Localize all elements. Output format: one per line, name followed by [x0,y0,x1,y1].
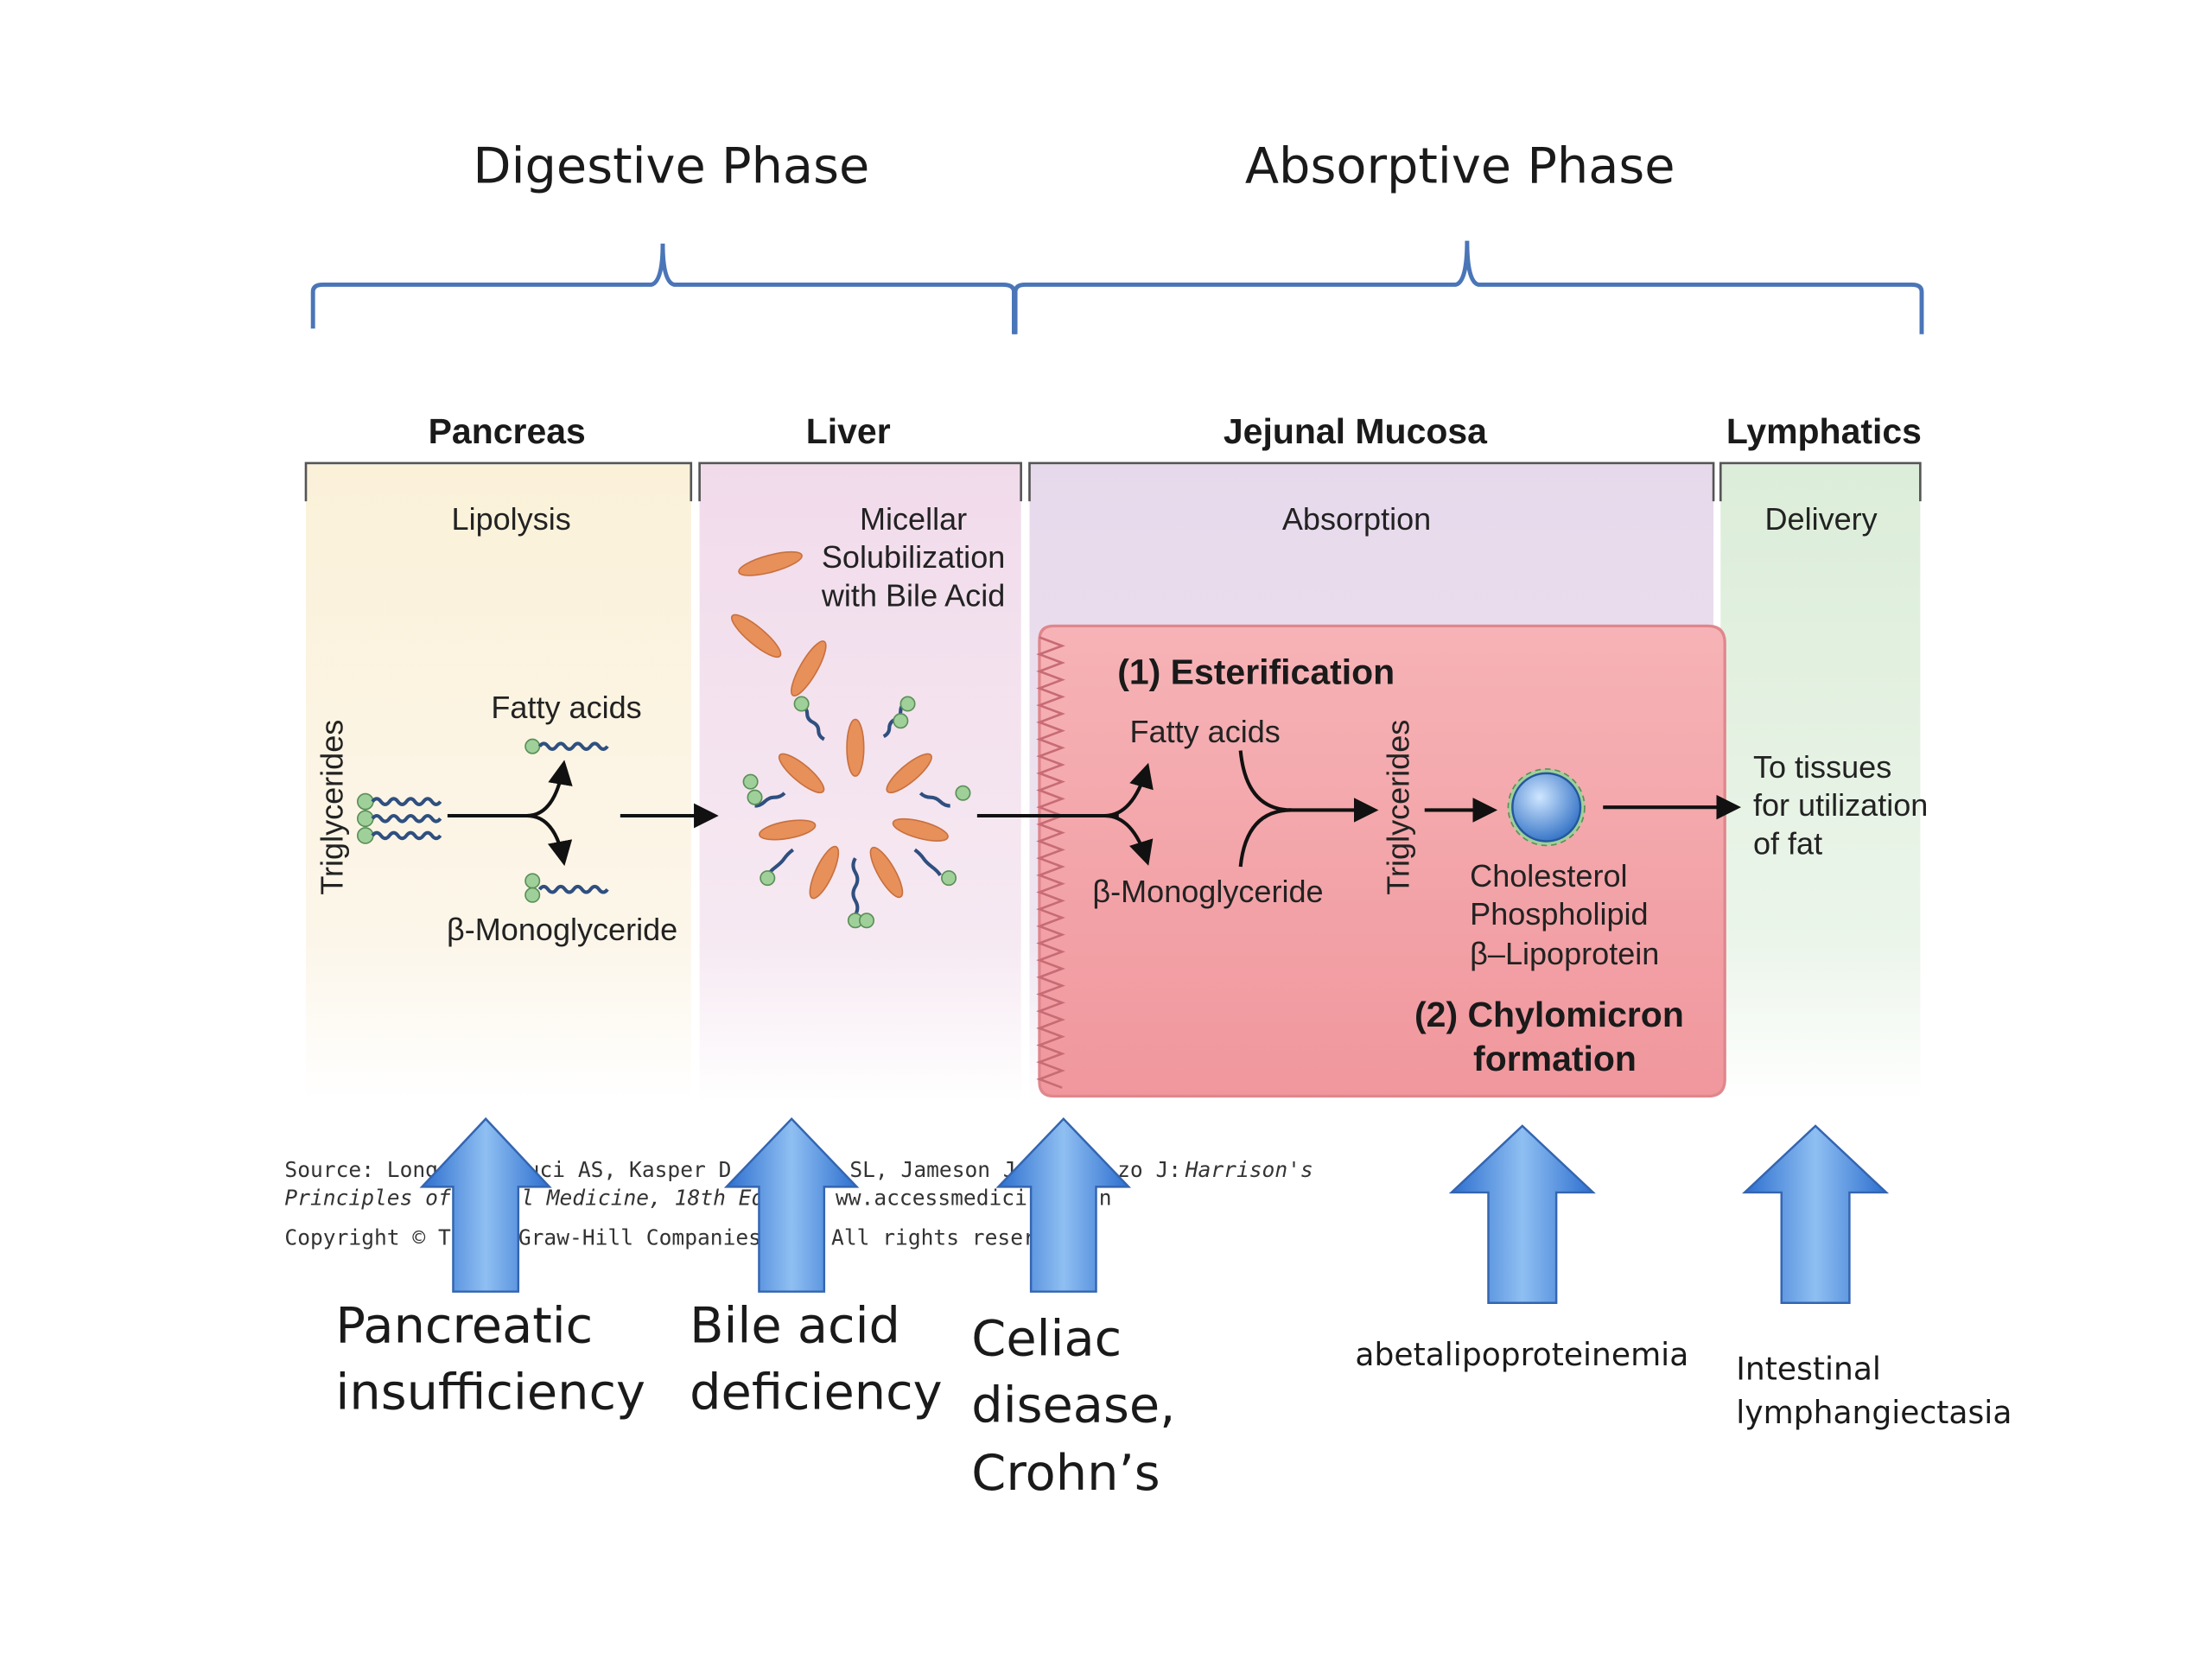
label-triglycerides-mucosa: Triglycerides [1381,720,1416,895]
tissues-line-2: for utilization [1753,787,1928,823]
source-line3-c: All rights reserve [831,1225,1061,1250]
digestive-phase-bracket [310,243,1016,334]
label-triglycerides-pancreas: Triglycerides [315,720,350,895]
disease-celiac-1: Celiac [971,1309,1122,1367]
label-fatty-acids-mucosa: Fatty acids [1130,714,1281,749]
process-micellar-2: Solubilization [822,539,1005,575]
source-line1-d: zo J: [1117,1157,1181,1182]
disease-intestinal-1: Intestinal [1736,1351,1881,1387]
disease-bile-2: deficiency [690,1364,942,1421]
absorption-split-down [1104,813,1154,866]
source-line2-d: n [1099,1186,1112,1211]
tissues-line-3: of fat [1753,825,1822,861]
pancreas-panel [306,464,691,1103]
disease-pancreatic-2: insufficiency [335,1364,645,1421]
label-fatty-acids-pancreas: Fatty acids [491,690,641,725]
bile-acid-rods [731,550,827,696]
esterification-title: (1) Esterification [1117,652,1395,692]
source-line1-a: Source: Long [284,1157,438,1182]
arrow-abeta-up-icon [1448,1124,1596,1305]
process-absorption: Absorption [1282,501,1431,537]
triglyceride-molecule-icon [357,792,442,844]
label-b-monoglyceride-pancreas: β-Monoglyceride [447,912,677,947]
disease-celiac-2: disease, [971,1376,1175,1434]
tissues-line-1: To tissues [1753,749,1891,785]
fatty-acid-icon [524,738,609,754]
micelle-icon [742,696,971,929]
absorptive-phase-bracket [1013,240,1924,334]
disease-intestinal-2: lymphangiectasia [1736,1395,2012,1431]
column-brackets [304,461,1922,502]
organ-pancreas: Pancreas [429,411,586,451]
disease-pancreatic-1: Pancreatic [335,1297,593,1355]
component-phospholipid: Phospholipid [1470,896,1648,932]
source-line2-b: l Medicine, 18th Edit [521,1186,790,1211]
absorptive-phase-title: Absorptive Phase [1245,137,1675,194]
organ-lymphatics: Lymphatics [1726,411,1922,451]
disease-bile-1: Bile acid [690,1297,900,1355]
esterification-merge-bottom [1238,808,1292,868]
arrow-pancreatic-up-icon [419,1116,552,1293]
label-b-monoglyceride-mucosa: β-Monoglyceride [1092,874,1323,909]
arrow-bile-up-icon [723,1116,860,1293]
arrow-lymph-up-icon [1742,1124,1890,1305]
process-delivery: Delivery [1765,501,1878,537]
disease-abetalipoproteinemia: abetalipoproteinemia [1355,1337,1688,1373]
organ-jejunal-mucosa: Jejunal Mucosa [1224,411,1488,451]
digestive-phase-title: Digestive Phase [473,137,869,194]
process-micellar-3: with Bile Acid [821,577,1005,613]
source-line1-b: uci AS, Kasper D [527,1157,732,1182]
defect-arrows [419,1116,1890,1305]
component-b-lipoprotein: β–Lipoprotein [1470,936,1659,971]
mucosal-cell [1038,624,1726,1098]
arrow-celiac-up-icon [995,1116,1132,1293]
disease-celiac-3: Crohn’s [971,1444,1160,1502]
monoglyceride-icon [524,873,609,903]
lipolysis-split-arrow-2 [526,813,573,867]
process-micellar-1: Micellar [860,501,967,537]
process-lipolysis: Lipolysis [452,501,571,537]
organ-liver: Liver [806,411,891,451]
component-cholesterol: Cholesterol [1470,858,1627,894]
source-line2-c: ww.accessmedici [836,1186,1027,1211]
source-line3-b: Graw-Hill Companies [518,1225,761,1250]
chylomicron-icon [1507,768,1586,847]
chylomicron-title-2: formation [1473,1039,1637,1078]
brush-border [1036,636,1065,1089]
source-line3-a: Copyright © T [284,1225,451,1250]
source-line1-e: Harrison's [1185,1157,1313,1182]
chylomicron-title-1: (2) Chylomicron [1414,995,1684,1034]
lymphatics-panel [1720,464,1921,1103]
source-line1-c: SL, Jameson J [849,1157,1015,1182]
